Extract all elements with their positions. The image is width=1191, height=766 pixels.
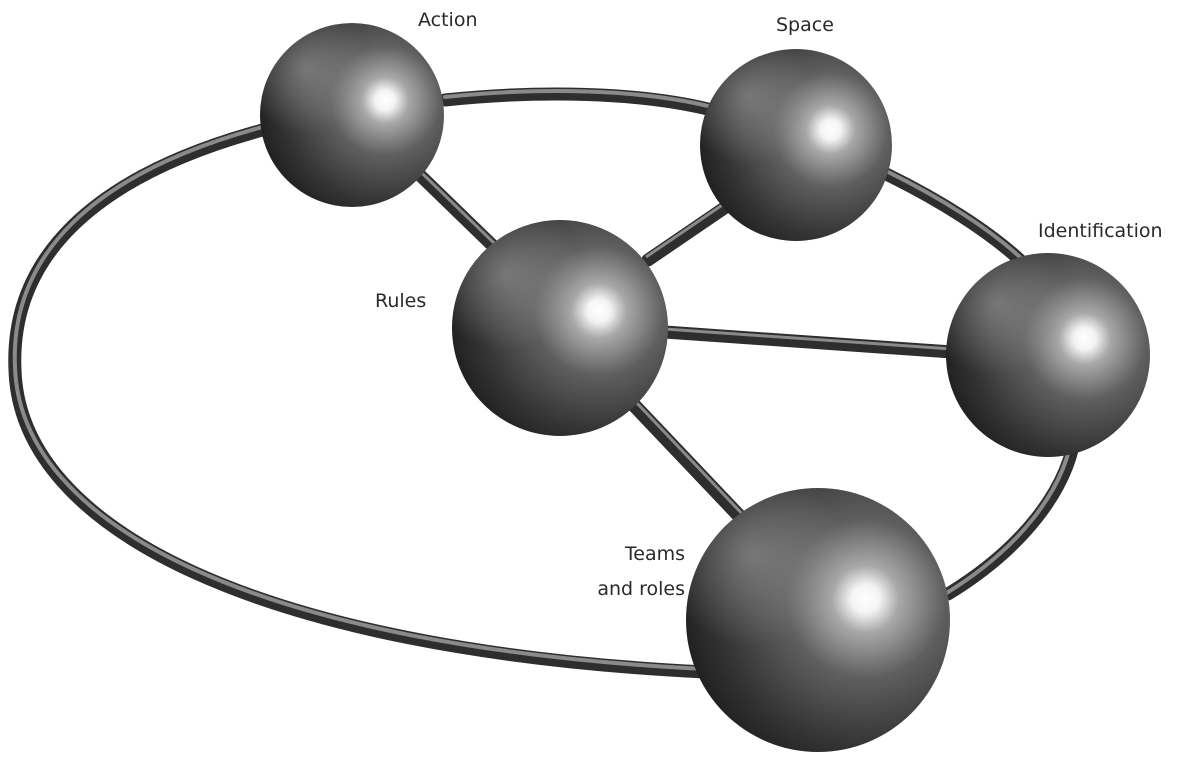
label-rules: Rules	[375, 290, 426, 312]
sphere-space-rim	[700, 49, 892, 241]
ring-top-arc-highlight	[443, 89, 714, 109]
labels: Action Space Rules Identification Teams …	[375, 9, 1163, 600]
sphere-teams-rim	[686, 488, 950, 752]
sphere-identification-rim	[946, 253, 1150, 457]
label-identification: Identification	[1038, 220, 1163, 242]
ring-right-upper-arc-highlight	[880, 167, 1024, 261]
label-action: Action	[418, 9, 478, 31]
ring-left-arc-highlight	[12, 123, 707, 671]
node-action	[260, 23, 444, 207]
edge-rules-identification	[658, 325, 959, 359]
ring-right-upper-arc	[875, 165, 1029, 269]
ring-top-arc	[438, 87, 719, 117]
edge-rules-identification-highlight	[664, 327, 953, 351]
nodes	[260, 23, 1150, 752]
sphere-rules-rim	[452, 220, 668, 436]
sphere-action-rim	[260, 23, 444, 207]
node-space	[700, 49, 892, 241]
node-identification	[946, 253, 1150, 457]
node-teams	[686, 488, 950, 752]
label-teams-line1: Teams	[624, 543, 685, 565]
node-rules	[452, 220, 668, 436]
label-space: Space	[776, 14, 834, 36]
label-teams-line2: and roles	[597, 578, 685, 600]
